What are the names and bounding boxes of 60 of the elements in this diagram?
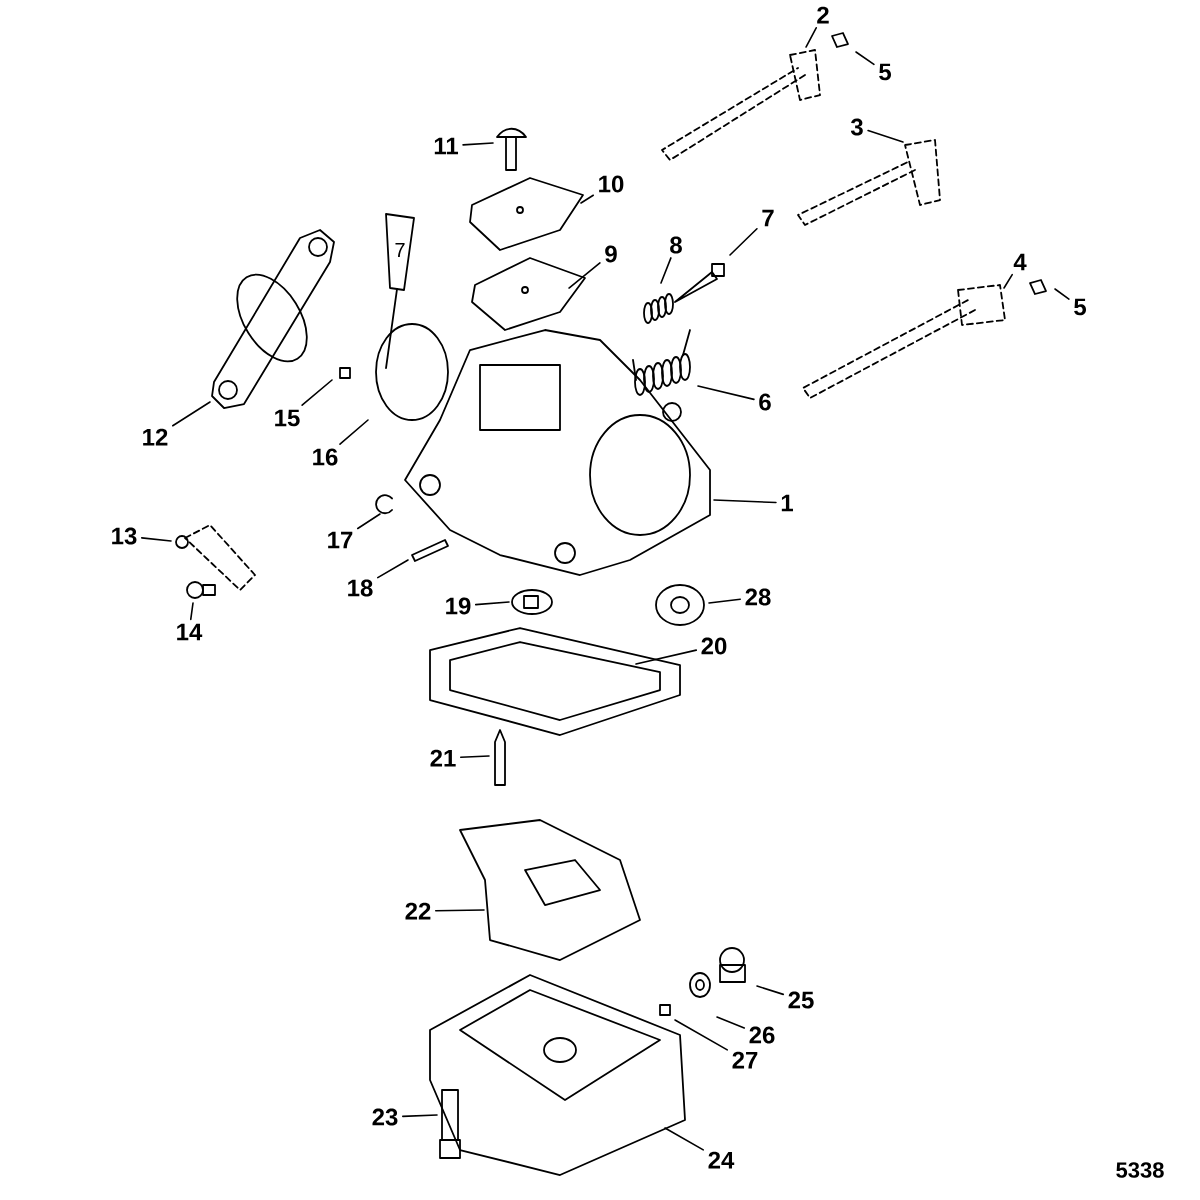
leader-line <box>462 142 494 146</box>
leader-line <box>171 401 211 427</box>
callout-number: 4 <box>1013 253 1027 271</box>
callout-number: 22 <box>405 902 431 920</box>
callout-number: 14 <box>177 623 203 641</box>
callout-number: 7 <box>762 209 774 227</box>
leader-line <box>401 1114 438 1118</box>
tube-label: 7 <box>395 243 405 257</box>
leader-line <box>867 129 904 143</box>
callout-number: 18 <box>348 579 373 597</box>
callout-number: 17 <box>328 531 353 549</box>
callout-number: 20 <box>701 637 727 655</box>
callout-number: 2 <box>817 6 829 24</box>
leader-line <box>568 262 601 289</box>
leader-line <box>580 194 595 204</box>
leader-line <box>301 379 333 407</box>
callout-number: 3 <box>850 118 863 136</box>
callout-number: 13 <box>112 527 137 545</box>
leader-line <box>434 909 485 912</box>
leader-line <box>660 257 672 284</box>
callout-number: 19 <box>446 597 471 615</box>
leader-line <box>189 602 194 621</box>
callout-number: 6 <box>759 393 771 411</box>
callout-number: 1 <box>781 494 793 512</box>
leader-line <box>729 228 758 256</box>
leader-line <box>805 27 817 48</box>
callout-number: 23 <box>372 1108 398 1126</box>
callout-number: 11 <box>434 137 458 155</box>
callout-number: 15 <box>275 409 300 427</box>
callout-number: 12 <box>143 428 168 446</box>
callout-number: 28 <box>745 588 771 606</box>
callout-number: 24 <box>708 1151 735 1169</box>
leader-line <box>756 985 785 996</box>
leader-line <box>713 499 777 504</box>
callout-number: 5 <box>1074 298 1086 316</box>
callout-number: 10 <box>599 175 624 193</box>
callout-number: 25 <box>788 991 814 1009</box>
leader-line <box>635 649 698 665</box>
callout-number: 16 <box>313 448 338 466</box>
callout-number: 9 <box>605 245 617 263</box>
leader-line <box>356 513 381 530</box>
callout-number: 5 <box>879 63 891 81</box>
leader-line <box>376 559 409 579</box>
leader-line <box>459 755 490 759</box>
callout-number: 8 <box>670 236 682 254</box>
leader-line <box>697 385 755 401</box>
leader-line <box>664 1127 705 1151</box>
callout-number: 26 <box>749 1026 775 1044</box>
leader-line <box>1003 273 1013 289</box>
figure-number: 5338 <box>1116 1162 1164 1178</box>
leader-line <box>674 1019 729 1051</box>
leader-line <box>855 51 875 66</box>
callout-number: 27 <box>732 1051 758 1069</box>
leader-line <box>708 598 742 604</box>
leader-line <box>716 1016 746 1029</box>
callout-number: 21 <box>430 749 456 767</box>
leader-line <box>1054 288 1070 300</box>
leader-line <box>339 419 369 445</box>
leader-line <box>140 537 172 542</box>
leader-line <box>474 601 510 606</box>
